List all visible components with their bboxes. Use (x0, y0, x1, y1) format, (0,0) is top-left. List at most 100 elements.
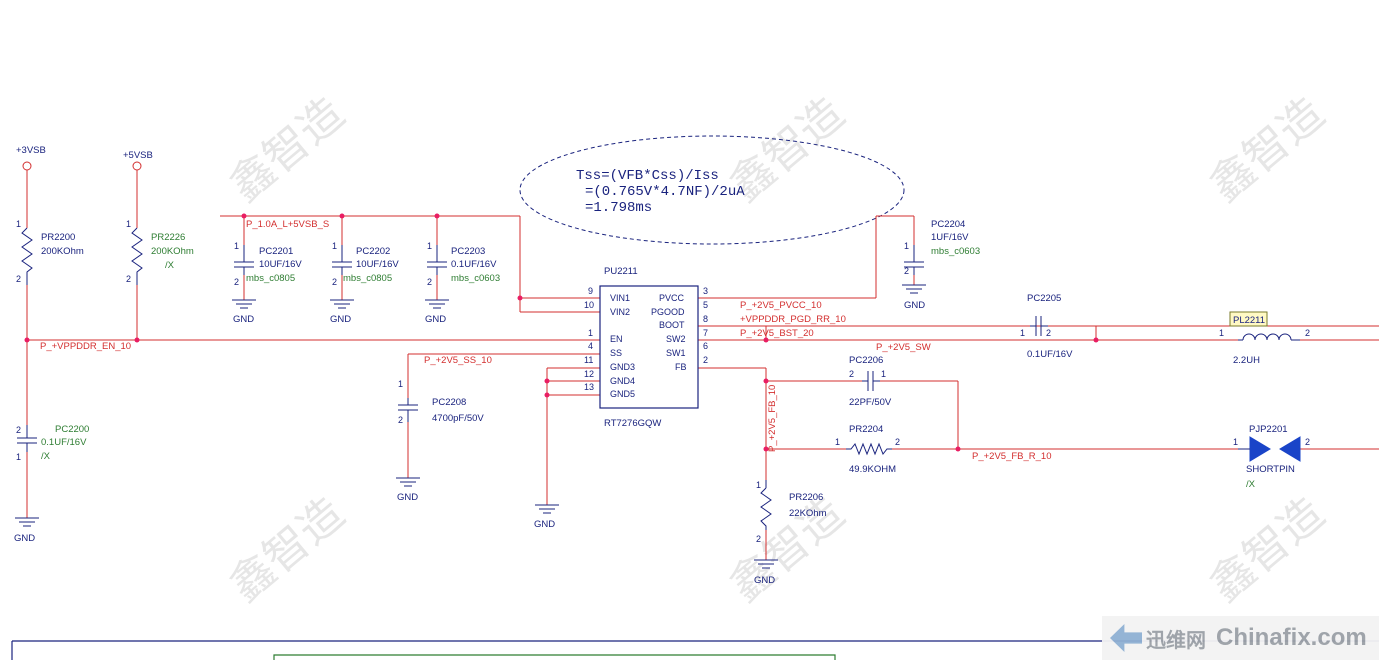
pin-number: 2 (1305, 437, 1310, 447)
ic-pin-name: SW1 (666, 348, 686, 358)
pr2206-ref: PR2206 (789, 492, 823, 503)
pc2205-val: 0.1UF/16V (1027, 349, 1073, 360)
pin-number: 2 (16, 425, 21, 435)
arrow-logo-icon (1110, 624, 1142, 652)
pr2200-val: 200KOhm (41, 246, 84, 257)
pjp2201-val: SHORTPIN (1246, 464, 1295, 475)
pin-number: 2 (16, 274, 21, 284)
net-vin: P_1.0A_L+5VSB_S (246, 219, 329, 230)
logo-cn-text: 迅维网 (1146, 627, 1206, 652)
pc2204-val: 1UF/16V (931, 232, 969, 243)
ic-pin-num: 7 (703, 328, 708, 338)
gnd-label: GND (233, 314, 254, 325)
ic-part: RT7276GQW (604, 418, 661, 429)
ic-pin-num: 6 (703, 341, 708, 351)
watermark-text: 鑫智造 (720, 488, 854, 612)
pin-number: 2 (895, 437, 900, 447)
rail-5vsb: +5VSB (123, 150, 153, 161)
site-logo: 迅维网 Chinafix.com (1102, 616, 1379, 660)
gnd-symbols (15, 284, 926, 569)
pc2206-val: 22PF/50V (849, 397, 892, 408)
ic-pin-name: VIN2 (610, 307, 630, 317)
pin-number: 2 (234, 277, 239, 287)
ic-pin-num: 3 (703, 286, 708, 296)
pl2211-ref: PL2211 (1233, 315, 1265, 326)
net-sw: P_+2V5_SW (876, 342, 931, 353)
net-pgood: +VPPDDR_PGD_RR_10 (740, 314, 846, 325)
junction-dots (24, 213, 1099, 452)
ic-pin-num: 5 (703, 300, 708, 310)
pin-number: 1 (881, 369, 886, 379)
pin-number: 2 (427, 277, 432, 287)
pin-number: 2 (1305, 328, 1310, 338)
ic-pin-name: PGOOD (651, 307, 685, 317)
net-bst: P_+2V5_BST_20 (740, 328, 814, 339)
pin-number: 2 (1046, 328, 1051, 338)
ic-pin-name: FB (675, 362, 687, 372)
ic-pin-name: PVCC (659, 293, 685, 303)
pr2226-opt: /X (165, 260, 175, 271)
pin-number: 1 (1020, 328, 1025, 338)
pin-number: 2 (332, 277, 337, 287)
pr2226-val: 200KOhm (151, 246, 194, 257)
gnd-label: GND (397, 492, 418, 503)
ic-pin-name: VIN1 (610, 293, 630, 303)
ic-pin-name: BOOT (659, 320, 685, 330)
pc2203-ref: PC2203 (451, 246, 485, 257)
pc2201-val: 10UF/16V (259, 259, 302, 270)
ic-pin-num: 8 (703, 314, 708, 324)
gnd-label: GND (14, 533, 35, 544)
pin-number: 1 (835, 437, 840, 447)
pjp2201-opt: /X (1246, 479, 1256, 490)
pl2211-ref-box (1229, 311, 1268, 327)
net-fb: P_+2V5_FB_10 (767, 385, 778, 452)
pin-number: 2 (904, 266, 909, 276)
pc2200-opt: /X (41, 451, 51, 462)
pin-number: 1 (904, 241, 909, 251)
symbol-layer (15, 161, 1301, 569)
gnd-label: GND (754, 575, 775, 586)
pin-number: 1 (427, 241, 432, 251)
pin-number: 1 (16, 452, 21, 462)
pc2205-ref: PC2205 (1027, 293, 1061, 304)
pr2226-ref: PR2226 (151, 232, 185, 243)
pin-number: 2 (398, 415, 403, 425)
pc2208-ref: PC2208 (432, 397, 466, 408)
pin-number: 1 (1233, 437, 1238, 447)
ic-pin-num: 12 (584, 369, 594, 379)
pc2203-val: 0.1UF/16V (451, 259, 497, 270)
equation-line-3: =1.798ms (585, 200, 652, 216)
wire-layer (26, 215, 1379, 560)
ic-pin-name: GND5 (610, 389, 635, 399)
pin-number: 1 (756, 480, 761, 490)
pc2202-ref: PC2202 (356, 246, 390, 257)
ic-pin-name: SS (610, 348, 622, 358)
watermark-layer: 鑫智造 鑫智造 鑫智造 鑫智造 鑫智造 鑫智造 (220, 88, 1334, 612)
watermark-text: 鑫智造 (1200, 88, 1334, 212)
equation-line-2: =(0.765V*4.7NF)/2uA (585, 184, 745, 200)
watermark-text: 鑫智造 (220, 88, 354, 212)
ic-pin-name: GND3 (610, 362, 635, 372)
pc2201-pkg: mbs_c0805 (246, 273, 295, 284)
pin-number: 2 (756, 534, 761, 544)
pr2206-val: 22KOhm (789, 508, 827, 519)
watermark-text: 鑫智造 (220, 488, 354, 612)
pl2211-val: 2.2UH (1233, 355, 1260, 366)
gnd-label: GND (534, 519, 555, 530)
gnd-label: GND (425, 314, 446, 325)
net-ss: P_+2V5_SS_10 (424, 355, 492, 366)
pin-number: 2 (849, 369, 854, 379)
pin-number: 1 (332, 241, 337, 251)
pr2204-val: 49.9KOHM (849, 464, 896, 475)
pjp2201-ref: PJP2201 (1249, 424, 1288, 435)
pc2200-ref: PC2200 (55, 424, 89, 435)
ic-ref: PU2211 (604, 266, 638, 277)
ic-pin-num: 1 (588, 328, 593, 338)
pr2204-ref: PR2204 (849, 424, 883, 435)
pin-number: 1 (126, 219, 131, 229)
rail-3vsb: +3VSB (16, 145, 46, 156)
pin-number: 1 (398, 379, 403, 389)
net-en: P_+VPPDDR_EN_10 (40, 341, 131, 352)
pin-number: 1 (16, 219, 21, 229)
